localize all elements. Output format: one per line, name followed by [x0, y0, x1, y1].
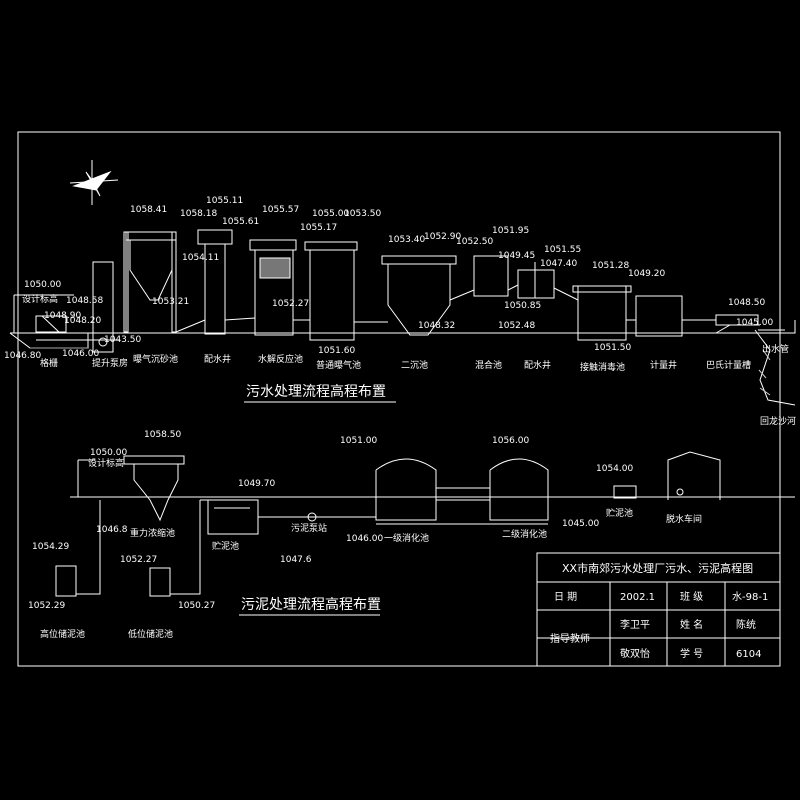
elev: 1055.00	[312, 209, 349, 219]
date-label: 日 期	[554, 591, 577, 603]
elev: 1058.41	[130, 205, 167, 215]
sewage-title: 污水处理流程高程布置	[246, 383, 386, 400]
label-aerated-grit: 曝气沉砂池	[133, 353, 178, 365]
elev: 1054.00	[596, 464, 633, 474]
label-outfall: 出水管	[762, 343, 789, 355]
elev: 1050.00	[24, 280, 61, 290]
elev: 1050.85	[504, 301, 541, 311]
elev: 1052.27	[120, 555, 157, 565]
sludge-profile	[55, 451, 795, 597]
elev: 1050.00	[90, 448, 127, 458]
elev: 1049.20	[628, 269, 665, 279]
elev: 1055.61	[222, 217, 259, 227]
label-storage-tank: 贮泥池	[212, 540, 239, 552]
id-value: 6104	[736, 649, 761, 660]
drawing-frame	[17, 131, 781, 667]
label-mixing: 混合池	[475, 359, 502, 371]
elev: 1045.00	[562, 519, 599, 529]
label-contact: 接触消毒池	[580, 361, 625, 373]
elev: 1053.21	[152, 297, 189, 307]
elev: 1046.80	[4, 351, 41, 361]
sludge-title: 污泥处理流程高程布置	[241, 596, 381, 613]
elev: 1048.20	[64, 316, 101, 326]
elev: 1055.11	[206, 196, 243, 206]
label-distribution-well: 配水井	[204, 353, 231, 365]
elev: 1052.90	[424, 232, 461, 242]
label-sludge-design-ground: 设计标高	[88, 457, 124, 469]
class-label: 班 级	[680, 591, 703, 603]
elev: 1048.58	[66, 296, 103, 306]
label-sludge-pump: 污泥泵站	[291, 522, 327, 534]
elev: 1052.27	[272, 299, 309, 309]
label-river: 回龙沙河	[760, 415, 796, 427]
elev: 1046.00	[62, 349, 99, 359]
elev: 1048.32	[418, 321, 455, 331]
label-gravity-thickener: 重力浓缩池	[130, 527, 175, 539]
date-value: 2002.1	[620, 592, 655, 603]
elev: 1050.27	[178, 601, 215, 611]
label-lift-pump: 提升泵房	[92, 357, 128, 369]
project-title: XX市南郊污水处理厂污水、污泥高程图	[562, 561, 753, 575]
elev: 1053.40	[388, 235, 425, 245]
elev: 1056.00	[492, 436, 529, 446]
elev: 1046.8	[96, 525, 128, 535]
elev: 1054.29	[32, 542, 69, 552]
elev: 1045.00	[736, 318, 773, 328]
elev: 1043.50	[104, 335, 141, 345]
elev: 1052.48	[498, 321, 535, 331]
elev: 1051.28	[592, 261, 629, 271]
elev: 1052.50	[456, 237, 493, 247]
name-label: 姓 名	[680, 618, 703, 631]
elev: 1046.00	[346, 534, 383, 544]
label-grille: 格栅	[40, 357, 58, 369]
north-arrow-icon	[69, 160, 119, 205]
elev: 1055.57	[262, 205, 299, 215]
label-parshall: 巴氏计量槽	[706, 359, 751, 371]
label-dewatering-room: 脱水车间	[666, 513, 702, 525]
elev: 1058.18	[180, 209, 217, 219]
label-secondary-clarifier: 二沉池	[401, 359, 428, 371]
elev: 1051.50	[594, 343, 631, 353]
label-metering: 计量井	[650, 359, 677, 371]
advisor-label: 指导教师	[550, 632, 590, 645]
advisor-2: 敬双怡	[620, 647, 650, 660]
elev: 1049.70	[238, 479, 275, 489]
label-hydrolysis: 水解反应池	[258, 353, 303, 365]
label-low-tank: 低位储泥池	[128, 628, 173, 640]
elev: 1047.6	[280, 555, 312, 565]
title-block	[536, 552, 781, 667]
label-secondary-digester: 二级消化池	[502, 528, 547, 540]
elev: 1051.60	[318, 346, 355, 356]
advisor-1: 李卫平	[620, 618, 650, 631]
label-primary-digester: 一级消化池	[384, 532, 429, 544]
elev: 1049.45	[498, 251, 535, 261]
elev: 1051.95	[492, 226, 529, 236]
id-label: 学 号	[680, 647, 703, 660]
elev: 1047.40	[540, 259, 577, 269]
elev: 1048.90	[44, 311, 81, 321]
label-design-ground: 设计标高	[22, 293, 58, 305]
elev: 1053.50	[344, 209, 381, 219]
label-distribution-well2: 配水井	[524, 359, 551, 371]
label-aeration: 普通曝气池	[316, 359, 361, 371]
elev: 1052.29	[28, 601, 65, 611]
elev: 1058.50	[144, 430, 181, 440]
sewage-profile	[9, 229, 796, 406]
elev: 1048.50	[728, 298, 765, 308]
name-value: 陈统	[736, 618, 756, 631]
label-high-tank: 高位储泥池	[40, 628, 85, 640]
label-sludge-pool: 贮泥池	[606, 507, 633, 519]
elev: 1054.11	[182, 253, 219, 263]
elev: 1055.17	[300, 223, 337, 233]
elev: 1051.00	[340, 436, 377, 446]
class-value: 水-98-1	[732, 591, 768, 603]
elev: 1051.55	[544, 245, 581, 255]
